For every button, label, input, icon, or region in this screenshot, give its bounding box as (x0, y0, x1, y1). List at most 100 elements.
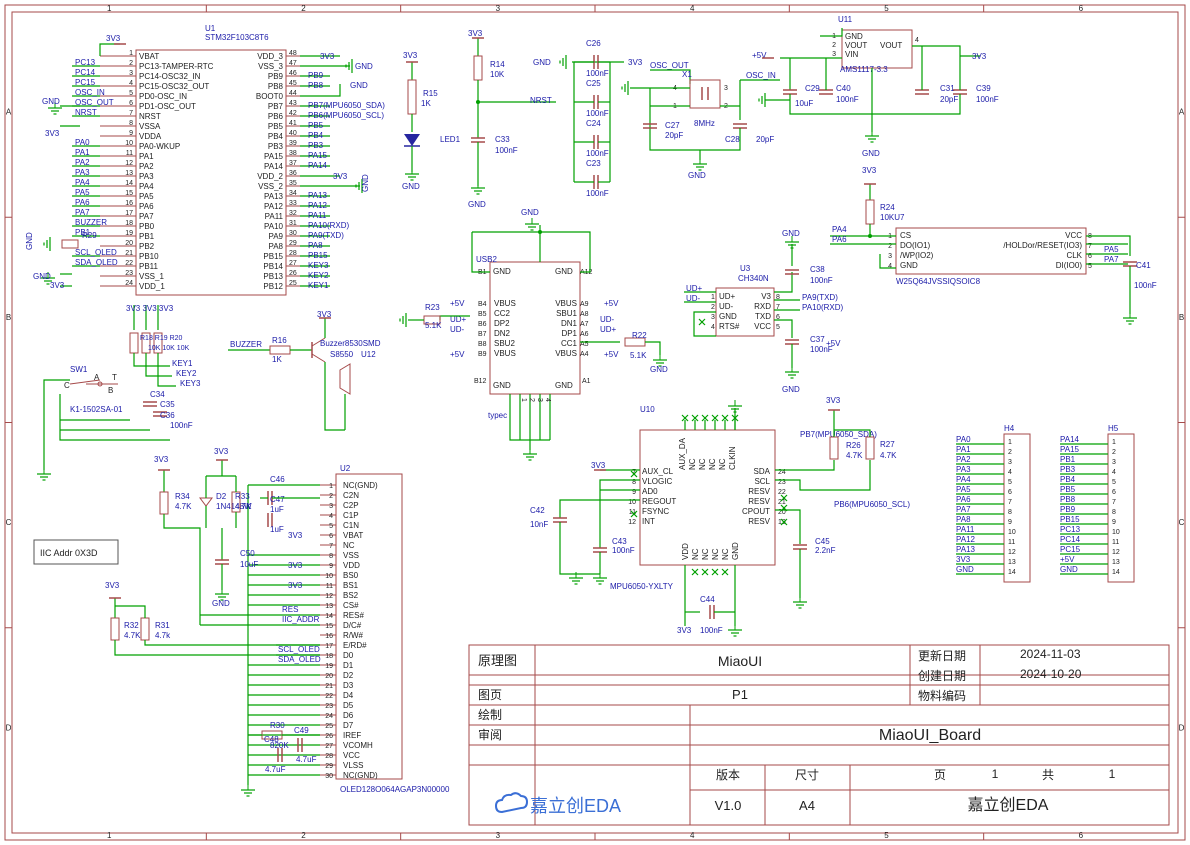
pin-name: NC (701, 548, 710, 560)
power-label: GND (361, 174, 370, 192)
wire (775, 460, 835, 471)
title-label: 页 (934, 768, 946, 782)
value-label: 100nF (836, 95, 859, 104)
pin-number: 10 (1008, 529, 1016, 536)
pin-number: 11 (1112, 539, 1119, 546)
pin-name: SBU1 (556, 309, 577, 318)
resistor (473, 55, 483, 81)
pin-number: 3 (724, 85, 728, 92)
pin-name: NC (708, 458, 717, 470)
pin-name: GND (719, 312, 737, 321)
frame-row-label: A (6, 108, 12, 117)
pin-name: /HOLDor/RESET(IO3) (1003, 241, 1082, 250)
ref-label: U2 (340, 464, 351, 473)
pin-name: E/RD# (343, 641, 367, 650)
transistor (311, 353, 326, 363)
ref-label: C43 (612, 537, 627, 546)
usb-body (489, 261, 581, 395)
ref-label: C40 (836, 84, 851, 93)
pin-name: VBUS (494, 299, 516, 308)
value-label: 4.7K (235, 502, 252, 511)
net-label: PB9 (308, 71, 324, 80)
frame-col-label: 4 (690, 4, 695, 13)
pin-number: 14 (325, 613, 333, 620)
no-connect (681, 414, 689, 422)
pin-number: 15 (125, 190, 133, 197)
power-label: GND (862, 149, 880, 158)
ref-label: R24 (880, 203, 895, 212)
pin-name: R/W# (343, 631, 364, 640)
pin-name: VDDA (139, 132, 162, 141)
pin-number: 47 (289, 60, 297, 67)
pin-name: VDD (343, 561, 360, 570)
net-label: SDA_OLED (278, 655, 321, 664)
pin-number: B6 (478, 321, 487, 328)
net-label: PB4 (308, 131, 324, 140)
pin-number: 20 (778, 509, 786, 516)
power-label: GND (42, 97, 60, 106)
pin-number: 8 (1008, 509, 1012, 516)
power-label: 3V3 (154, 455, 169, 464)
power-label: 3V3 (288, 531, 303, 540)
pin-name: PD0-OSC_IN (139, 92, 187, 101)
power-label: 3V3 (214, 447, 229, 456)
lcsc-logo-text: 嘉立创EDA (530, 796, 621, 816)
pin-number: 7 (776, 304, 780, 311)
pin-number: 23 (125, 270, 133, 277)
pin-number: 16 (325, 633, 333, 640)
pin-name: PB8 (268, 82, 284, 91)
pin-name: DI(IO0) (1056, 261, 1083, 270)
pin-name: C (64, 381, 70, 390)
power-label: GND (650, 365, 668, 374)
title-label: 共 (1042, 768, 1054, 782)
pin-number: A7 (580, 321, 589, 328)
pin-number: 6 (129, 100, 133, 107)
value-label: 8MHz (694, 119, 715, 128)
net-label: PB9 (1060, 505, 1076, 514)
resistor (865, 436, 875, 460)
pin-number: 2 (329, 493, 333, 500)
pin-name: PA9 (268, 232, 283, 241)
pin-number: 12 (628, 519, 636, 526)
ref-label: C27 (665, 121, 680, 130)
resistor (129, 332, 139, 354)
pin-name: PB2 (139, 242, 155, 251)
pin-name: D6 (343, 711, 354, 720)
pin-number: 4 (129, 80, 133, 87)
resistor (140, 617, 150, 641)
pin-number: 8 (129, 120, 133, 127)
power-label: GND (212, 599, 230, 608)
pin-number: 4 (1008, 469, 1012, 476)
pin-number: 6 (1008, 489, 1012, 496)
frame-col-label: 4 (690, 831, 695, 840)
value-label: 4.7K (880, 451, 897, 460)
pin-name: PA6 (139, 202, 154, 211)
power-label: +5V (604, 299, 619, 308)
u1-body (135, 49, 287, 296)
pin-name: PB4 (268, 132, 284, 141)
net-label: PB1 (1060, 455, 1076, 464)
pin-number: 2 (129, 60, 133, 67)
pin-number: A9 (580, 301, 589, 308)
pin-number: 7 (632, 469, 636, 476)
net-label: PA3 (956, 465, 971, 474)
pin-number: 3 (129, 70, 133, 77)
pin-name: VSS (343, 551, 359, 560)
title-label: 更新日期 (918, 648, 966, 663)
value-label: OLED128O064AGAP3N00000 (340, 785, 450, 794)
net-label: UD- (686, 294, 701, 303)
pin-number: 10 (628, 499, 636, 506)
ref-label: LED1 (440, 135, 461, 144)
pin-name: CC1 (561, 339, 578, 348)
power-label: GND (350, 81, 368, 90)
title-label: 创建日期 (918, 669, 966, 683)
ref-label: C33 (495, 135, 510, 144)
flash-body (895, 227, 1087, 275)
pin-name: AD0 (642, 487, 658, 496)
pin-name: /WP(IO2) (900, 251, 934, 260)
pin-number: 13 (125, 170, 133, 177)
power-label: 3V3 (288, 561, 303, 570)
ref-label: R32 (124, 621, 139, 630)
pin-name: PC14-OSC32_IN (139, 72, 201, 81)
pin-name: PD1-OSC_OUT (139, 102, 196, 111)
